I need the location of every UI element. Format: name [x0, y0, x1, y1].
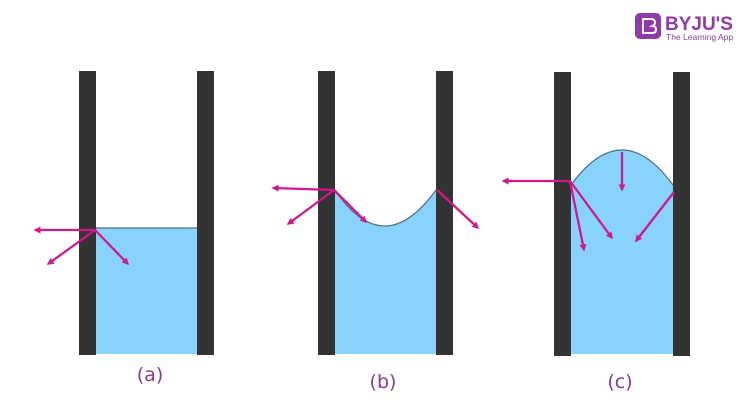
tube-wall-left-a	[79, 71, 96, 355]
force-arrows-a	[33, 226, 129, 266]
force-arrow	[333, 189, 367, 223]
force-arrow	[94, 229, 129, 266]
tube-wall-right-a	[197, 71, 214, 355]
tube-wall-left-c	[554, 72, 571, 356]
force-arrow	[46, 229, 96, 265]
force-arrow	[568, 180, 587, 252]
force-arrow	[569, 180, 613, 240]
byjus-logo-icon	[635, 13, 661, 39]
brand-name: BYJU'S	[665, 14, 733, 35]
force-arrows-b	[271, 184, 480, 229]
panel-label-b: (b)	[370, 371, 397, 393]
tube-wall-right-b	[436, 71, 453, 355]
tube-wall-left-b	[318, 71, 335, 355]
tube-wall-right-c	[673, 72, 690, 356]
liquid-column-c	[571, 150, 673, 354]
convex-meniscus	[570, 149, 674, 186]
panel-label-a: (a)	[137, 364, 163, 386]
force-arrows-c	[501, 152, 675, 252]
liquid-column-b	[335, 190, 436, 354]
force-arrow	[436, 189, 480, 229]
panel-a: (a)	[33, 71, 214, 386]
force-arrow	[271, 184, 335, 192]
panel-c: (c)	[501, 72, 690, 393]
panel-label-c: (c)	[607, 371, 632, 393]
force-arrow	[635, 191, 675, 243]
concave-meniscus	[334, 189, 437, 227]
brand-logo: BYJU'S The Learning App	[635, 13, 733, 42]
brand-tagline: The Learning App	[666, 32, 733, 42]
force-arrow	[286, 189, 335, 225]
panel-b: (b)	[271, 71, 480, 393]
